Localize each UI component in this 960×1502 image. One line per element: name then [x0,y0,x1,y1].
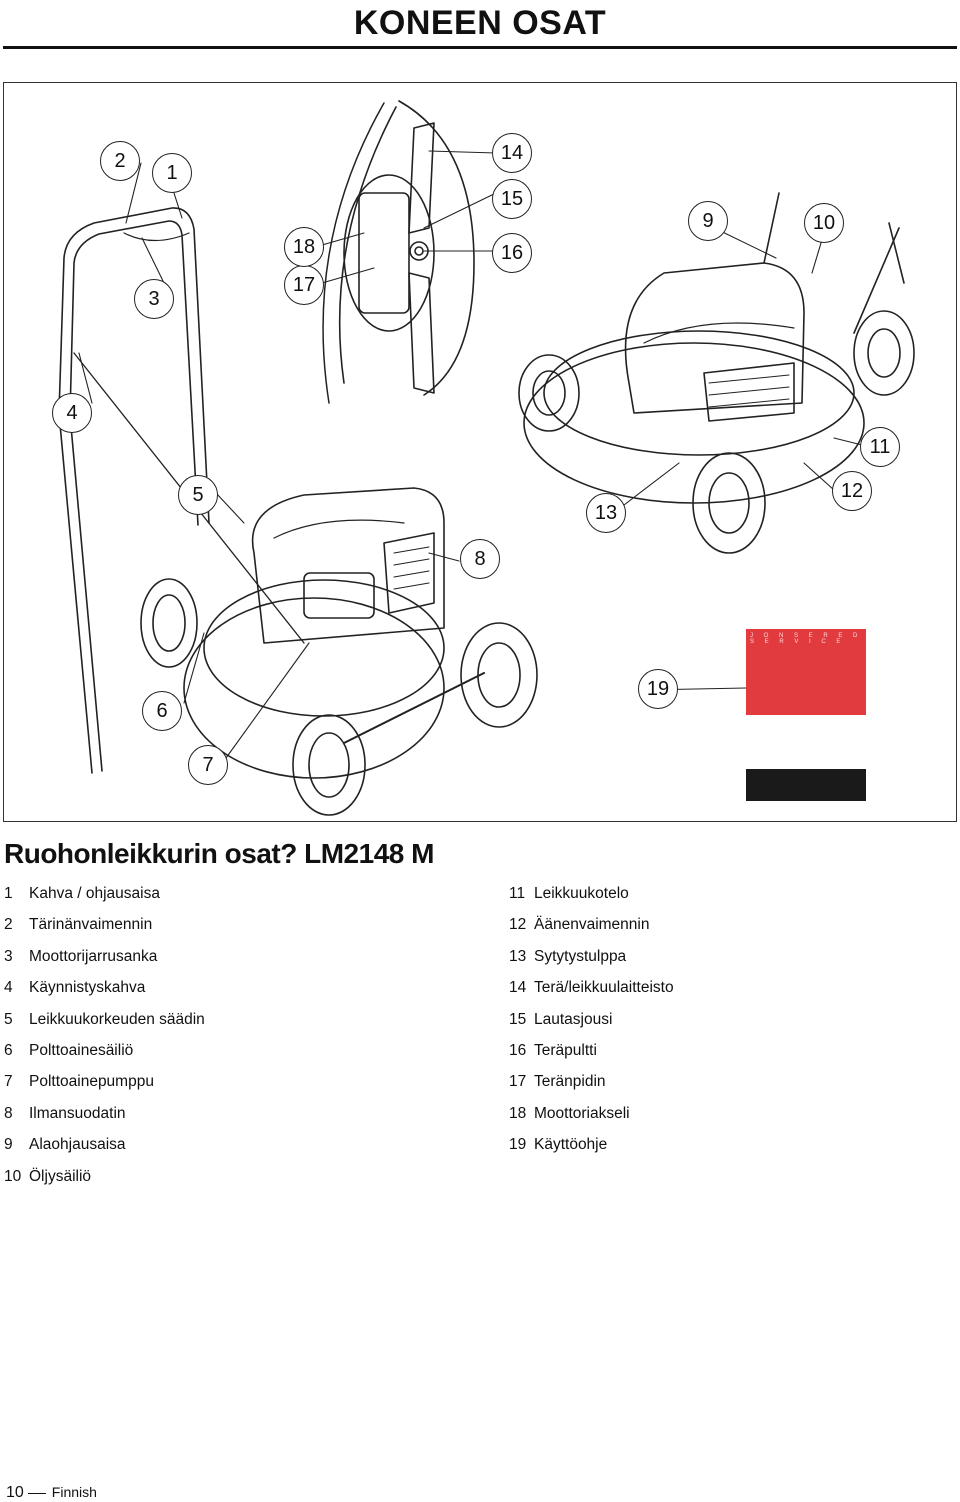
callout-17: 17 [284,265,324,305]
parts-illustration: 2 1 3 4 5 6 7 8 9 10 11 12 13 14 15 16 1… [3,82,957,822]
callout-18: 18 [284,227,324,267]
footer-language: Finnish [51,1484,97,1500]
title-divider [3,46,957,49]
callout-8: 8 [460,539,500,579]
callout-5: 5 [178,475,218,515]
callout-4: 4 [52,393,92,433]
operator-manual-cover: J O N S E R E D S E R V I C E [746,629,866,715]
callout-11: 11 [860,427,900,467]
callout-12: 12 [832,471,872,511]
model-heading: Ruohonleikkurin osat? LM2148 M [4,838,434,869]
callout-19: 19 [638,669,678,709]
page-number: 10 [6,1484,24,1501]
callout-15: 15 [492,179,532,219]
callout-2: 2 [100,141,140,181]
operator-manual-back [746,769,866,801]
page-footer: 10 Finnish [6,1484,97,1502]
callout-6: 6 [142,691,182,731]
callout-14: 14 [492,133,532,173]
footer-dash [27,1492,46,1495]
callout-3: 3 [134,279,174,319]
callout-7: 7 [188,745,228,785]
callout-10: 10 [804,203,844,243]
mower-drawing [58,100,915,816]
callout-9: 9 [688,201,728,241]
manual-brand-text: J O N S E R E D S E R V I C E [750,633,862,645]
callout-13: 13 [586,493,626,533]
page-title: KONEEN OSAT [353,4,607,42]
callout-1: 1 [152,153,192,193]
callout-16: 16 [492,233,532,273]
